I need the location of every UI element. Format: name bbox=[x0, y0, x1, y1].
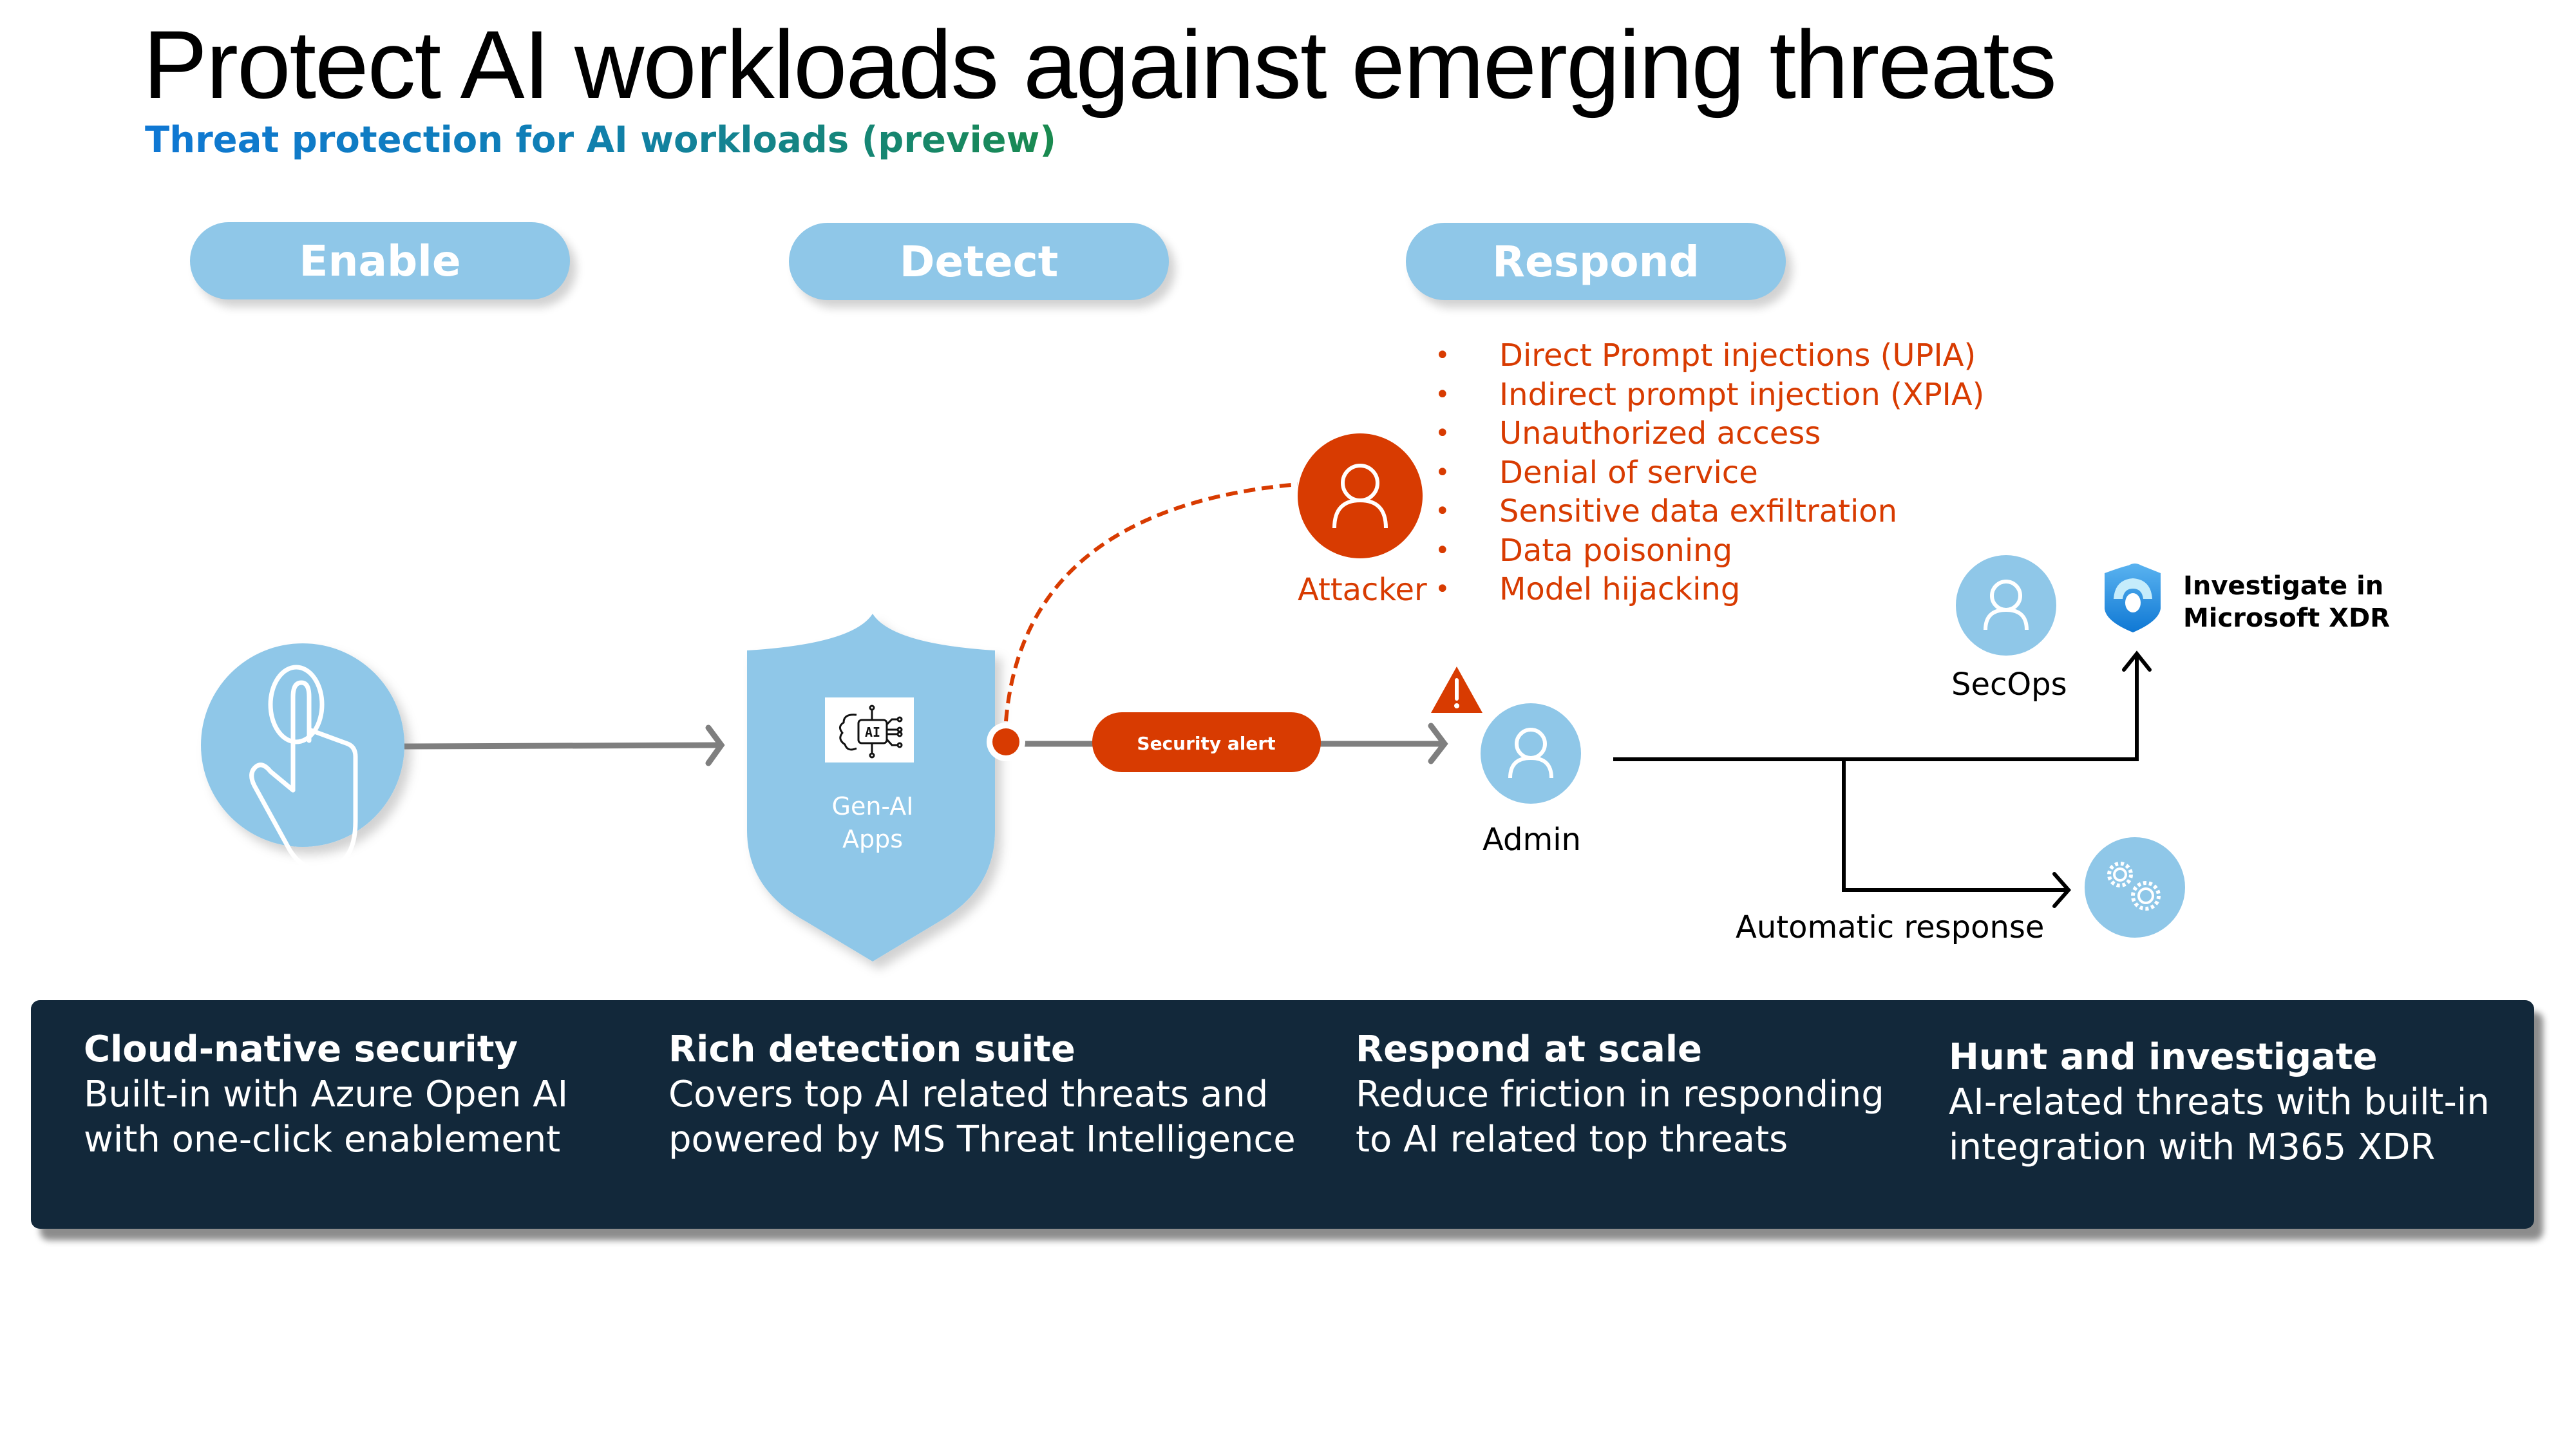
phase-respond: Respond bbox=[1406, 223, 1786, 300]
admin-label: Admin bbox=[1482, 822, 1581, 858]
summary-hunt: Hunt and investigate AI-related threats … bbox=[1949, 1036, 2490, 1168]
security-alert-pill bbox=[1092, 712, 1321, 772]
phase-enable: Enable bbox=[190, 222, 570, 299]
attack-path-dashed bbox=[1004, 482, 1298, 722]
secops-node bbox=[1956, 555, 2056, 656]
automatic-response-label: Automatic response bbox=[1736, 909, 2045, 945]
threat-item: •Indirect prompt injection (XPIA) bbox=[1435, 376, 1985, 413]
page-title: Protect AI workloads against emerging th… bbox=[143, 10, 2057, 118]
detection-point bbox=[987, 723, 1025, 761]
summary-respond: Respond at scale Reduce friction in resp… bbox=[1356, 1028, 1884, 1160]
page-subtitle: Threat protection for AI workloads (prev… bbox=[145, 118, 1056, 163]
arrow-enable-to-apps bbox=[404, 724, 725, 766]
threat-list: •Direct Prompt injections (UPIA) •Indire… bbox=[1435, 336, 1984, 609]
ai-badge-text: AI bbox=[865, 724, 880, 740]
response-branches bbox=[1613, 650, 2152, 908]
threat-item: •Direct Prompt injections (UPIA) bbox=[1435, 337, 1976, 374]
attacker-node bbox=[1298, 433, 1423, 558]
summary-panel: Cloud-native security Built-in with Azur… bbox=[31, 1000, 2534, 1229]
attacker-person-icon bbox=[1332, 464, 1388, 529]
security-alert-label: Security alert bbox=[1137, 733, 1275, 754]
microsoft-xdr-icon bbox=[2105, 564, 2161, 632]
summary-detection: Rich detection suite Covers top AI relat… bbox=[668, 1028, 1296, 1160]
threat-item: •Model hijacking bbox=[1435, 571, 1741, 607]
gen-ai-apps-shield: AI Gen-AI Apps bbox=[747, 614, 995, 961]
attacker-label: Attacker bbox=[1298, 572, 1427, 608]
threat-item: •Data poisoning bbox=[1435, 532, 1733, 569]
hand-tap-icon bbox=[249, 665, 358, 872]
apps-label-line1: Gen-AI bbox=[832, 792, 914, 820]
ai-brain-chip-icon bbox=[839, 705, 903, 759]
apps-label-line2: Apps bbox=[842, 825, 903, 853]
automation-node bbox=[2085, 837, 2185, 938]
secops-label: SecOps bbox=[1951, 667, 2067, 703]
admin-person-icon bbox=[1508, 728, 1553, 779]
admin-node bbox=[1481, 703, 1581, 804]
threat-item: •Sensitive data exfiltration bbox=[1435, 493, 1898, 529]
xdr-label-line1: Investigate in bbox=[2183, 571, 2384, 601]
phase-detect: Detect bbox=[789, 223, 1169, 300]
enable-node bbox=[201, 643, 404, 872]
secops-person-icon bbox=[1984, 580, 2029, 630]
threat-item: •Unauthorized access bbox=[1435, 415, 1821, 451]
threat-item: •Denial of service bbox=[1435, 454, 1758, 491]
summary-cloud-native: Cloud-native security Built-in with Azur… bbox=[84, 1028, 569, 1160]
gears-icon bbox=[2107, 862, 2161, 911]
warning-icon bbox=[1431, 667, 1482, 713]
xdr-label-line2: Microsoft XDR bbox=[2183, 603, 2391, 633]
